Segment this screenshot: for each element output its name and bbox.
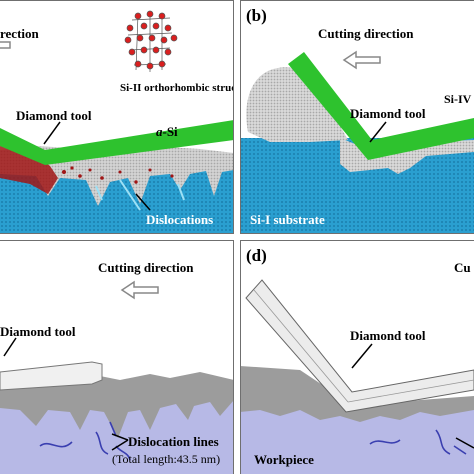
dislocation-pointer-1: [111, 433, 129, 441]
deformed-surface: [240, 366, 474, 422]
panel-b-substrate-label: Si-I substrate: [250, 212, 325, 227]
dislocation-lines: [369, 429, 467, 455]
panel-c-defect-label: Dislocation lines: [128, 434, 219, 449]
deformed-surface: [0, 372, 234, 438]
dislocation-pointer: [455, 437, 474, 449]
panel-a-tool-label: Diamond tool: [16, 108, 92, 123]
si-ii-region: [0, 146, 58, 194]
cutting-direction-arrow-icon: [342, 50, 381, 70]
panel-a: rection Si-II orthorhombic structure Dia…: [0, 0, 234, 234]
workpiece-surface: [240, 400, 474, 474]
amorphous-prefix: a: [156, 124, 163, 139]
panel-c-total-length: (Total length:43.5 nm): [112, 452, 221, 466]
amorphous-suffix: -Si: [162, 124, 178, 139]
panel-c-render: [0, 280, 234, 474]
dislocation-pointer: [135, 193, 151, 211]
panel-a-frame: [0, 0, 234, 234]
panel-c: Cutting direction Diamond tool Dislocati…: [0, 240, 234, 474]
panel-d-tool-label: Diamond tool: [350, 328, 426, 343]
panel-c-frame: [0, 240, 234, 474]
diamond-tool: [0, 120, 234, 165]
panel-b-frame: [240, 0, 474, 234]
si-ii-crystal-icon: [124, 10, 178, 72]
panel-b: (b) Cutting direction Diamond tool Si-IV…: [240, 0, 474, 234]
panel-d: (d) Cu Diamond tool Workpiece: [240, 240, 474, 474]
panel-b-tool-label: Diamond tool: [350, 106, 426, 121]
panel-b-phase-label: Si-IV: [444, 92, 472, 106]
diamond-tool: [245, 279, 474, 413]
tool-pointer: [369, 121, 387, 143]
red-particles: [62, 166, 174, 184]
dislocation-traces: [95, 179, 185, 211]
panel-b-md-snapshot: [240, 50, 474, 234]
panel-a-amorphous-label: a-Si: [156, 124, 178, 140]
diamond-tool: [0, 361, 103, 391]
panel-d-render: [240, 279, 474, 474]
dislocation-pointer-2: [111, 439, 129, 451]
panel-a-cutting-direction: rection: [0, 26, 39, 41]
panel-c-tool-label: Diamond tool: [0, 324, 76, 339]
panel-a-phase-label: Si-II orthorhombic structure: [120, 82, 234, 94]
tool-pointer: [3, 337, 17, 357]
panel-d-frame: [240, 240, 474, 474]
chip: [246, 67, 348, 142]
panel-d-workpiece-label: Workpiece: [254, 452, 314, 467]
amorphous-zone: [340, 138, 474, 174]
panel-d-cutting-direction: Cu: [454, 260, 471, 275]
cutting-direction-arrow-icon: [120, 280, 159, 300]
tool-pointer: [351, 343, 373, 369]
panel-b-cutting-direction: Cutting direction: [318, 26, 414, 41]
panel-c-cutting-direction: Cutting direction: [98, 260, 194, 275]
panel-d-label: (d): [246, 246, 267, 265]
panel-b-label: (b): [246, 6, 267, 25]
panel-a-md-snapshot: [0, 10, 234, 234]
diamond-tool: [288, 52, 474, 160]
tool-pointer: [43, 121, 61, 145]
cutting-direction-arrow-icon: [0, 41, 11, 49]
panel-a-defect-label: Dislocations: [146, 212, 214, 227]
